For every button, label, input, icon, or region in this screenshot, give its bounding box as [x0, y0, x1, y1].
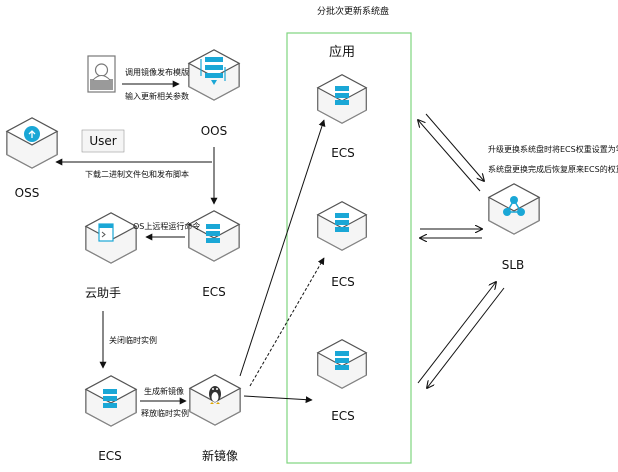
edge-slb-ecs3-out — [427, 287, 505, 388]
app-group-frame — [286, 32, 412, 464]
assistant-node — [85, 212, 137, 264]
server-icon — [335, 351, 349, 370]
oss-label: OSS — [15, 186, 40, 200]
new-image-node — [189, 374, 241, 426]
edge-run-cmd-label: OS上远程运行命令 — [133, 221, 200, 231]
edge-user-oos-label-2: 输入更新相关参数 — [125, 91, 189, 101]
ecs-app1-node — [317, 74, 367, 124]
edge-slb-ecs3-in — [417, 282, 496, 384]
terminal-icon — [98, 223, 114, 242]
linux-penguin-icon — [209, 386, 221, 404]
ecs-app2-label: ECS — [331, 275, 355, 289]
ecs-bottom-node — [85, 375, 137, 427]
user-label-box — [81, 129, 125, 153]
ecs-app2-node — [317, 201, 367, 251]
slb-label: SLB — [502, 258, 525, 272]
edge-image-ecs1 — [239, 119, 326, 377]
slb-note-2: 系统盘更换完成后恢复原来ECS的权重 — [488, 164, 618, 174]
oos-node — [188, 49, 240, 101]
edge-image-ecs3 — [243, 395, 313, 404]
assistant-label: 云助手 — [85, 286, 121, 300]
server-icon — [103, 389, 117, 408]
edge-gen-image-label: 生成新镜像 — [144, 386, 184, 396]
oos-flow-icon — [200, 57, 226, 85]
server-icon — [335, 86, 349, 105]
ecs-app1-label: ECS — [331, 146, 355, 160]
edge-release-temp-label: 释放临时实例 — [141, 408, 189, 418]
slb-note-1: 升级更换系统盘时将ECS权重设置为零 — [488, 144, 618, 154]
cloud-storage-icon — [24, 126, 40, 142]
user-label: User — [89, 134, 116, 148]
oos-label: OOS — [201, 124, 228, 138]
ecs-bottom-label: ECS — [98, 449, 122, 463]
ecs-mid-node — [188, 210, 240, 262]
edge-close-temp-label: 关闭临时实例 — [109, 335, 157, 345]
new-image-label: 新镜像 — [202, 448, 238, 463]
app-group-label: 应用 — [329, 44, 355, 60]
ecs-mid-label: ECS — [202, 285, 226, 299]
diagram-title: 分批次更新系统盘 — [317, 5, 389, 17]
edge-slb-ecs1-out — [425, 113, 484, 181]
ecs-app3-label: ECS — [331, 409, 355, 423]
slb-node — [488, 183, 540, 235]
ecs-app3-node — [317, 339, 367, 389]
edge-slb-ecs1-in — [418, 120, 481, 192]
server-icon — [206, 224, 220, 243]
server-icon — [335, 213, 349, 232]
load-balancer-icon — [503, 196, 525, 216]
user-node — [87, 55, 116, 93]
oss-node — [6, 117, 58, 169]
edge-to-oss-label: 下载二进制文件包和发布脚本 — [85, 169, 189, 179]
edge-user-oos-label-1: 调用镜像发布模版 — [125, 67, 189, 77]
